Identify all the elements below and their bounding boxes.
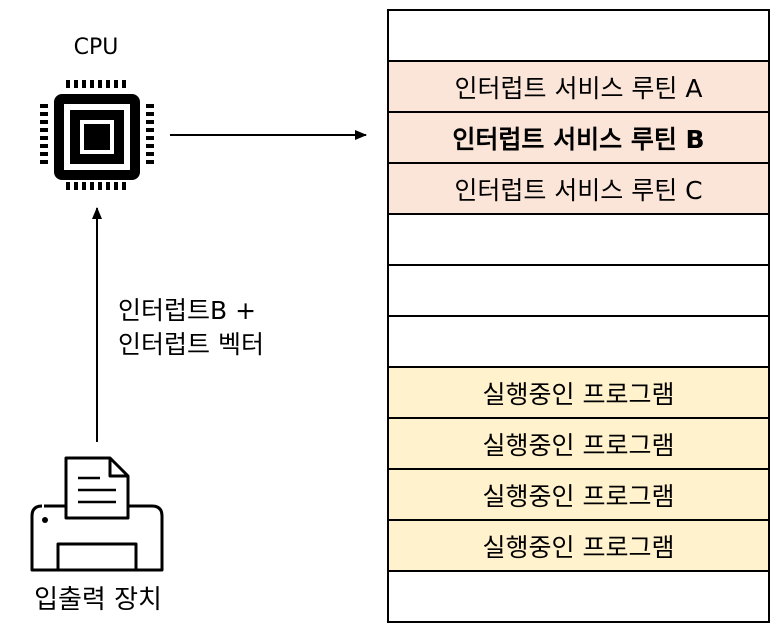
memory-row-empty xyxy=(389,11,768,62)
io-device-label: 입출력 장치 xyxy=(34,585,162,615)
cpu-chip-icon xyxy=(40,80,154,190)
cpu-label: CPU xyxy=(73,35,119,60)
interrupt-signal-line-1: 인터럽트B + xyxy=(118,296,257,325)
printer-icon xyxy=(30,456,164,572)
memory-row-empty xyxy=(389,266,768,317)
interrupt-signal-label: 인터럽트B + 인터럽트 벡터 xyxy=(118,294,264,362)
memory-row-program: 실행중인 프로그램 xyxy=(389,419,768,470)
memory-row-isr-active: 인터럽트 서비스 루틴 B xyxy=(389,113,768,164)
memory-row-isr: 인터럽트 서비스 루틴 A xyxy=(389,62,768,113)
memory-row-empty xyxy=(389,572,768,623)
memory-row-empty xyxy=(389,317,768,368)
memory-row-program: 실행중인 프로그램 xyxy=(389,521,768,572)
memory-row-program: 실행중인 프로그램 xyxy=(389,368,768,419)
interrupt-signal-line-2: 인터럽트 벡터 xyxy=(118,330,264,359)
memory-row-program: 실행중인 프로그램 xyxy=(389,470,768,521)
memory-row-empty xyxy=(389,215,768,266)
memory-row-isr: 인터럽트 서비스 루틴 C xyxy=(389,164,768,215)
